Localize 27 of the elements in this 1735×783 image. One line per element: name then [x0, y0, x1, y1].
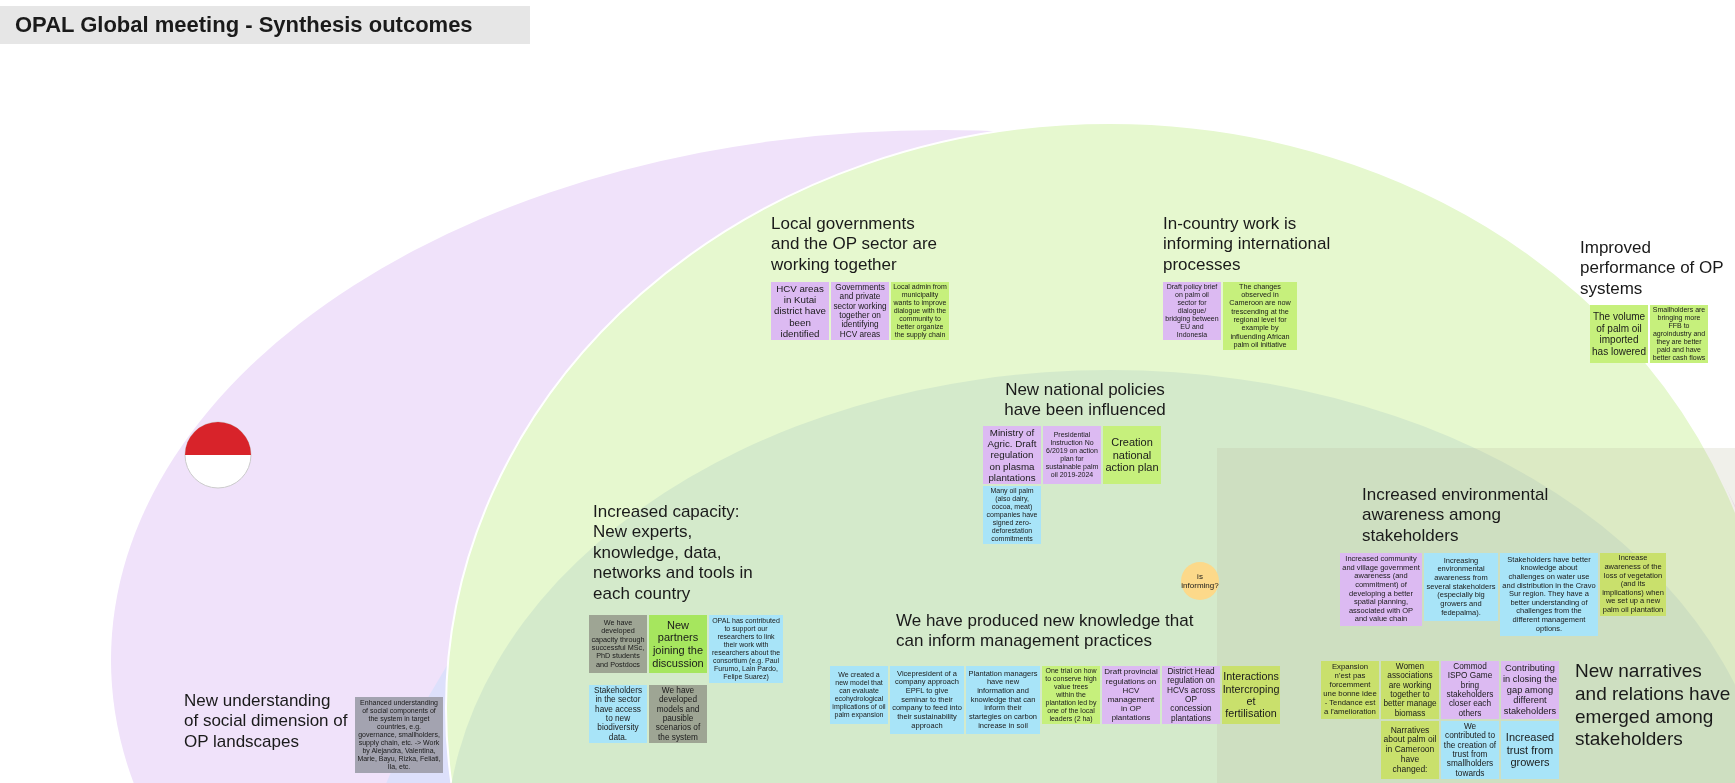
section-heading: We have produced new knowledge that can inform management practices: [896, 611, 1195, 652]
sticky-note: Draft provincial regulations on HCV management in OP plantations: [1102, 666, 1160, 724]
section-heading: Increased environmental awareness among stakeholders: [1362, 485, 1550, 547]
sticky-note: District Head regulation on HCVs across OP concession plantations: [1162, 666, 1220, 724]
section-heading: Increased capacity: New experts, knowledge, data, networks and tools in each country: [593, 502, 754, 604]
sticky-note: Narratives about palm oil in Cameroon have changed:: [1381, 721, 1439, 779]
sticky-note: Stakeholders in the sector have access to new biodiversity data.: [589, 685, 647, 743]
section-heading: New narratives and relations have emerged among stakeholders: [1575, 660, 1732, 752]
sticky-note: New partners joining the discussion: [649, 615, 707, 673]
sticky-note: Creation national action plan: [1103, 426, 1161, 484]
section-heading: In-country work is informing international processes: [1163, 214, 1332, 276]
sticky-note: We have developed models and pausible scenarios of the system: [649, 685, 707, 743]
sticky-note: Ministry of Agric. Draft regulation on plasma plantations: [983, 426, 1041, 484]
sticky-note: The volume of palm oil imported has lowered: [1590, 305, 1648, 363]
page-title: OPAL Global meeting - Synthesis outcomes: [0, 6, 530, 44]
section-heading: New national policies have been influenced: [1003, 380, 1167, 421]
section-heading: Improved performance of OP systems: [1580, 238, 1725, 300]
sticky-note: Women associations are working together to better manage biomass: [1381, 661, 1439, 719]
sticky-note: HCV areas in Kutai district have been identified: [771, 282, 829, 340]
section-heading: Local governments and the OP sector are working together: [771, 214, 938, 276]
sticky-note: Interactions Intercroping et fertilisation: [1222, 666, 1280, 724]
sticky-note: Governments and private sector working together on identifying HCV areas: [831, 282, 889, 340]
section-heading: New understanding of social dimension of OP landscapes: [184, 691, 349, 753]
sticky-note: We contributed to the creation of trust from smallholders towards: [1441, 721, 1499, 779]
sticky-note: Increased trust from growers: [1501, 721, 1559, 779]
sticky-note: Contributing in closing the gap among different stakeholders: [1501, 661, 1559, 719]
sticky-note: Commod ISPO Game bring stakeholders closer each others: [1441, 661, 1499, 719]
